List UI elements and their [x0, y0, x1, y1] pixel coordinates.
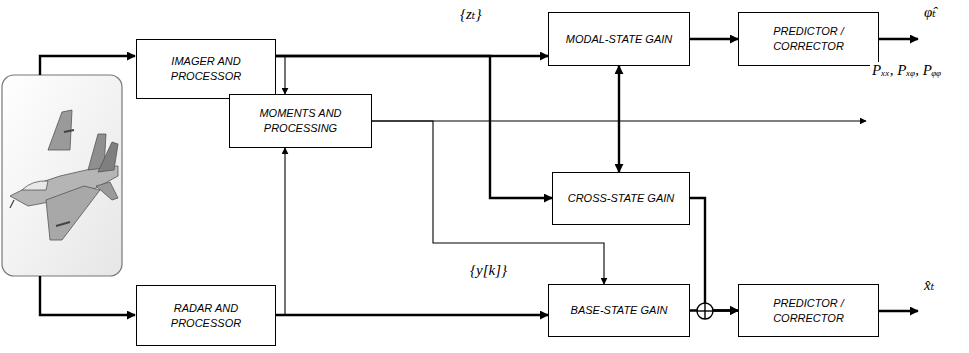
signal-label: x̂ₜ	[922, 276, 936, 294]
signal-label: {zₜ}	[458, 5, 484, 23]
aircraft-frame	[2, 75, 122, 276]
signal-connector	[690, 198, 738, 311]
gain-box: CROSS-STATE GAIN	[552, 172, 690, 225]
box-label: MODAL-STATE GAIN	[566, 32, 673, 47]
summing-junction	[697, 303, 713, 319]
gain-box: BASE-STATE GAIN	[548, 284, 690, 337]
processing-box: MOMENTS AND PROCESSING	[229, 94, 372, 148]
signal-label: Pₓₓ, Pₓᵩ, Pᵩᵩ	[870, 62, 943, 79]
processor-box: IMAGER AND PROCESSOR	[136, 39, 276, 99]
signal-connector	[276, 314, 548, 316]
sensor-feed-lines	[40, 56, 135, 315]
box-label: RADAR AND PROCESSOR	[145, 301, 267, 331]
aircraft-illustration	[10, 110, 118, 240]
processor-box: RADAR AND PROCESSOR	[136, 285, 276, 346]
predictor-box: PREDICTOR / CORRECTOR	[738, 12, 879, 66]
gain-box: MODAL-STATE GAIN	[548, 12, 690, 66]
covariance-output-line	[371, 120, 866, 121]
box-label: BASE-STATE GAIN	[571, 303, 668, 318]
modal-estimate-line	[878, 38, 918, 40]
signal-label: φ̂ₜ	[922, 3, 938, 21]
signal-connector	[690, 38, 738, 40]
box-label: CROSS-STATE GAIN	[568, 191, 675, 206]
box-label: MOMENTS AND PROCESSING	[238, 106, 363, 136]
signal-connector	[276, 148, 285, 315]
signal-connector	[618, 66, 620, 172]
signal-label: {y[k]}	[468, 262, 509, 279]
base-estimate-line	[878, 310, 918, 312]
box-label: PREDICTOR / CORRECTOR	[747, 24, 870, 54]
box-label: PREDICTOR / CORRECTOR	[747, 296, 870, 326]
box-label: IMAGER AND PROCESSOR	[145, 54, 267, 84]
signal-connector	[276, 56, 285, 94]
predictor-box: PREDICTOR / CORRECTOR	[738, 284, 879, 337]
